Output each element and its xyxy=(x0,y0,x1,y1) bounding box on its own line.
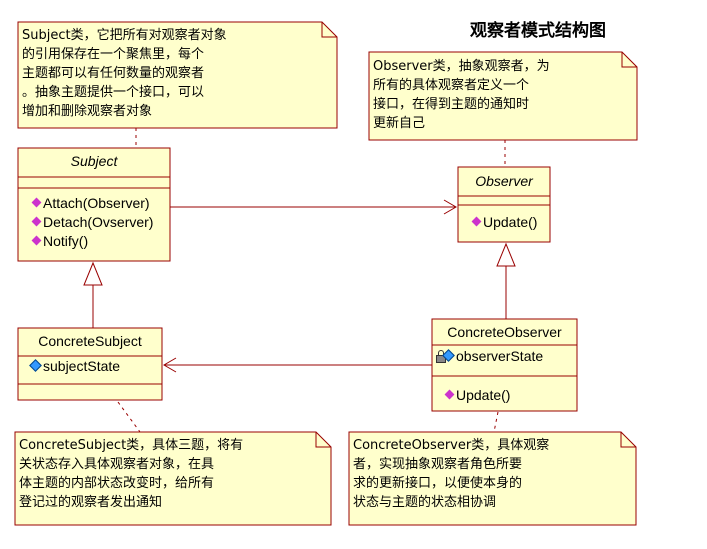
note-line: 接口，在得到主题的通知时 xyxy=(373,97,530,112)
generalization-concreteobserver-observer-triangle xyxy=(496,242,516,267)
note-line: ConcreteSubject类，具体三题，将有 xyxy=(19,438,244,453)
note-line: ConcreteObserver类，具体观察 xyxy=(353,438,550,453)
generalization-concretesubject-subject-triangle xyxy=(83,261,103,286)
concrete-observer-operation-update: Update() xyxy=(444,386,511,405)
note-line: 主题都可以有任何数量的观察者 xyxy=(22,66,205,81)
note-line: Observer类，抽象观察者，为 xyxy=(373,59,550,74)
diamond-method-icon xyxy=(31,235,42,246)
diamond-method-icon xyxy=(31,197,42,208)
note-concrete-observer-fold xyxy=(620,432,636,448)
note-line: Subject类，它把所有对观察者对象 xyxy=(22,28,227,43)
note-line: 更新自己 xyxy=(373,116,426,131)
note-anchor-concrete-observer xyxy=(493,411,499,433)
note-observer-shape xyxy=(368,51,638,141)
diamond-method-icon xyxy=(31,216,42,227)
note-concrete-subject-shape xyxy=(14,431,332,526)
class-concrete-subject-box[interactable] xyxy=(17,327,163,401)
note-line: 的引用保存在一个聚焦里，每个 xyxy=(22,47,205,62)
class-observer-name: Observer xyxy=(475,173,533,189)
diamond-method-icon xyxy=(471,216,482,227)
diagram-title: 观察者模式结构图 xyxy=(470,21,606,41)
diamond-field-icon xyxy=(29,359,42,372)
class-concrete-observer-box[interactable] xyxy=(431,318,578,412)
note-line: 登记过的观察者发出通知 xyxy=(19,495,163,510)
note-anchor-concrete-subject xyxy=(117,401,141,433)
operation-label: Attach(Observer) xyxy=(43,195,150,211)
note-line: 体主题的内部状态改变时，给所有 xyxy=(19,476,215,491)
class-concrete-subject-name: ConcreteSubject xyxy=(38,333,142,349)
association-subject-observer-arrowhead xyxy=(443,199,457,215)
concrete-subject-attribute-state: subjectState xyxy=(29,357,121,376)
class-subject-name: Subject xyxy=(70,153,118,169)
note-observer-text: Observer类，抽象观察者，为 所有的具体观察者定义一个 接口，在得到主题的… xyxy=(373,57,550,133)
note-concrete-subject-text: ConcreteSubject类，具体三题，将有 关状态存入具体观察者对象，在具… xyxy=(19,436,243,512)
attribute-label: subjectState xyxy=(43,358,121,374)
subject-operation-notify: Notify() xyxy=(31,232,89,251)
subject-operation-detach: Detach(Ovserver) xyxy=(31,213,154,232)
operation-label: Update() xyxy=(483,214,538,230)
subject-operation-attach: Attach(Observer) xyxy=(31,194,150,213)
attribute-label: observerState xyxy=(456,348,544,364)
note-concrete-subject-fold xyxy=(315,432,331,448)
class-concrete-observer-name: ConcreteObserver xyxy=(447,324,562,340)
note-observer-fold xyxy=(621,52,637,68)
note-subject-text: Subject类，它把所有对观察者对象 的引用保存在一个聚焦里，每个 主题都可以… xyxy=(22,26,227,121)
note-line: 求的更新接口，以便使本身的 xyxy=(353,476,523,491)
note-line: 者，实现抽象观察者角色所要 xyxy=(353,457,523,472)
note-concrete-observer-shape xyxy=(348,431,637,526)
observer-operation-update: Update() xyxy=(471,213,538,232)
diamond-method-icon xyxy=(444,389,455,400)
operation-label: Update() xyxy=(456,387,511,403)
association-concreteobserver-concretesubject-arrowhead xyxy=(163,357,177,373)
note-line: 所有的具体观察者定义一个 xyxy=(373,78,530,93)
note-line: 增加和删除观察者对象 xyxy=(22,104,153,119)
note-subject-shape xyxy=(17,21,338,129)
note-line: 。抽象主题提供一个接口，可以 xyxy=(22,85,205,100)
operation-label: Notify() xyxy=(43,233,89,249)
operation-label: Detach(Ovserver) xyxy=(43,214,154,230)
note-line: 状态与主题的状态相协调 xyxy=(353,495,497,510)
note-concrete-observer-text: ConcreteObserver类，具体观察 者，实现抽象观察者角色所要 求的更… xyxy=(353,436,549,512)
class-subject-box[interactable] xyxy=(17,147,171,262)
note-line: 关状态存入具体观察者对象，在具 xyxy=(19,457,215,472)
concrete-observer-attribute-state: observerState xyxy=(436,347,543,366)
note-subject-fold xyxy=(321,22,337,38)
